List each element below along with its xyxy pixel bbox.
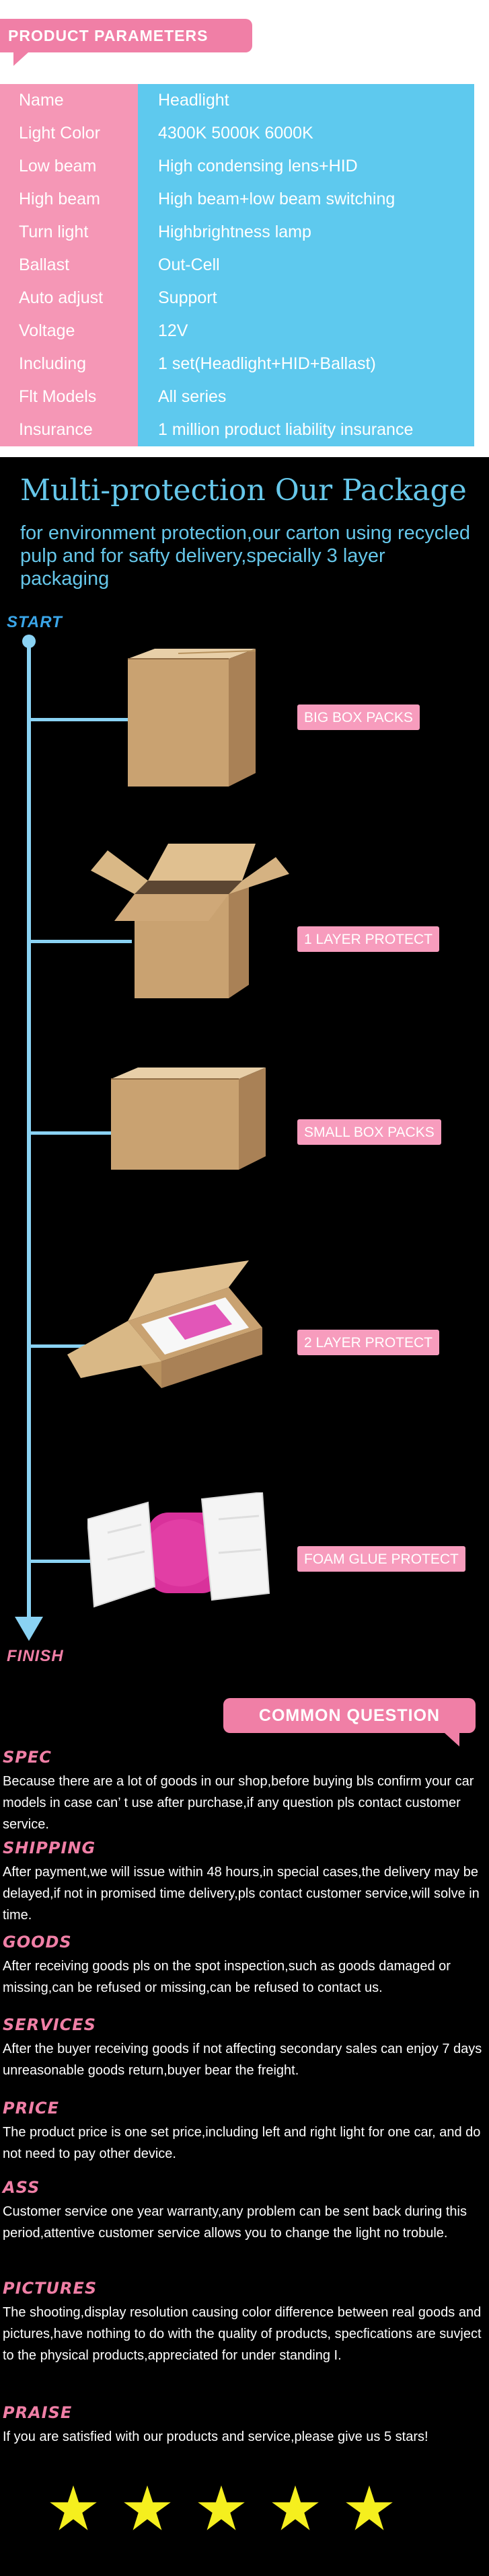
product-parameters-header: PRODUCT PARAMETERS [0, 19, 252, 66]
timeline-start-label: START [7, 613, 63, 631]
faq-heading: SHIPPING [3, 1839, 96, 1857]
faq-heading: SERVICES [3, 2015, 96, 2034]
timeline-branch [31, 718, 132, 721]
param-value: Out-Cell [138, 249, 474, 282]
faq-heading: PICTURES [3, 2279, 98, 2298]
timeline-arrow-icon [15, 1617, 43, 1641]
common-question-header: COMMON QUESTION [223, 1698, 476, 1746]
param-label: Light Color [0, 117, 138, 150]
open-box-icon [91, 844, 289, 998]
param-label: Name [0, 84, 138, 117]
param-value: Support [138, 282, 474, 315]
faq-item: SPEC Because there are a lot of goods in… [3, 1748, 484, 1835]
rating-stars [0, 2484, 489, 2544]
star-icon [198, 2485, 245, 2530]
faq-heading: PRICE [3, 2099, 60, 2118]
param-label: Voltage [0, 315, 138, 348]
param-value: High beam+low beam switching [138, 183, 474, 216]
param-value: 12V [138, 315, 474, 348]
faq-text: After the buyer receiving goods if not a… [3, 2042, 482, 2078]
faq-item: PRICE The product price is one set price… [3, 2099, 484, 2165]
faq-heading: ASS [3, 2178, 40, 2197]
faq-heading: GOODS [3, 1933, 72, 1951]
faq-text: After receiving goods pls on the spot in… [3, 1959, 451, 1995]
param-label: Turn light [0, 216, 138, 249]
faq-item: SHIPPING After payment,we will issue wit… [3, 1839, 484, 1926]
faq-text: The shooting,display resolution causing … [3, 2305, 482, 2363]
timeline-branch [31, 1131, 132, 1135]
star-icon [124, 2485, 171, 2530]
faq-text: Because there are a lot of goods in our … [3, 1774, 474, 1832]
param-value: 1 set(Headlight+HID+Ballast) [138, 348, 474, 380]
param-label: Low beam [0, 150, 138, 183]
param-value: 4300K 5000K 6000K [138, 117, 474, 150]
star-icon [346, 2485, 393, 2530]
closed-box-icon [128, 649, 256, 787]
faq-item: PICTURES The shooting,display resolution… [3, 2279, 484, 2366]
faq-heading: SPEC [3, 1748, 52, 1767]
faq-item: ASS Customer service one year warranty,a… [3, 2178, 484, 2244]
open-box-foam-icon [67, 1260, 262, 1388]
timeline-branch [31, 1560, 132, 1563]
star-icon [272, 2485, 319, 2530]
small-box-icon [111, 1068, 266, 1170]
param-value: Headlight [138, 84, 474, 117]
step-label: FOAM GLUE PROTECT [297, 1546, 465, 1572]
faq-item: SERVICES After the buyer receiving goods… [3, 2015, 484, 2081]
faq-text: After payment,we will issue within 48 ho… [3, 1865, 480, 1923]
common-question-section: COMMON QUESTION SPEC Because there are a… [0, 1674, 489, 2576]
timeline-branch [31, 940, 132, 943]
faq-text: If you are satisfied with our products a… [3, 2429, 428, 2444]
step-label: SMALL BOX PACKS [297, 1119, 441, 1145]
foam-wrapped-headlight-icon [87, 1492, 270, 1608]
faq-text: Customer service one year warranty,any p… [3, 2204, 467, 2241]
param-label: Auto adjust [0, 282, 138, 315]
param-value: High condensing lens+HID [138, 150, 474, 183]
param-value: Highbrightness lamp [138, 216, 474, 249]
package-title: Multi-protection Our Package [20, 473, 467, 508]
package-section: Multi-protection Our Package for environ… [0, 457, 489, 1674]
timeline-finish-label: FINISH [7, 1647, 64, 1665]
param-value: All series [138, 380, 474, 413]
param-label: Including [0, 348, 138, 380]
param-label: Flt Models [0, 380, 138, 413]
star-icon [50, 2485, 97, 2530]
param-value: 1 million product liability insurance [138, 413, 474, 446]
faq-text: The product price is one set price,inclu… [3, 2125, 481, 2161]
param-label: Insurance [0, 413, 138, 446]
step-label: 2 LAYER PROTECT [297, 1330, 439, 1355]
timeline-line [27, 639, 31, 1621]
step-label: 1 LAYER PROTECT [297, 926, 439, 952]
timeline-branch [31, 1344, 132, 1348]
faq-item: GOODS After receiving goods pls on the s… [3, 1933, 484, 1999]
param-label: High beam [0, 183, 138, 216]
package-subtitle: for environment protection,our carton us… [20, 522, 470, 590]
param-label: Ballast [0, 249, 138, 282]
faq-heading: PRAISE [3, 2403, 73, 2422]
step-label: BIG BOX PACKS [297, 705, 420, 730]
faq-item: PRAISE If you are satisfied with our pro… [3, 2403, 484, 2448]
